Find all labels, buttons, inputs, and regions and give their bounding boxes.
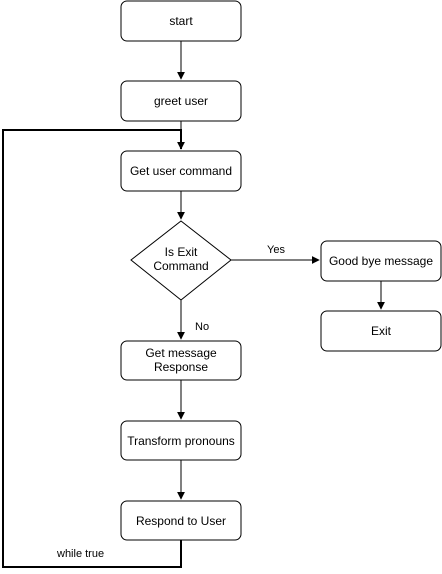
node-get-message-line2: Response: [154, 360, 208, 374]
node-is-exit-line1: Is Exit: [165, 245, 198, 259]
node-exit[interactable]: Exit: [320, 310, 442, 352]
node-greet-user-label: greet user: [154, 94, 208, 108]
loop-label: while true: [56, 548, 104, 560]
node-respond-to-user-label: Respond to User: [136, 514, 226, 528]
yes-label: Yes: [267, 244, 285, 256]
node-is-exit-command[interactable]: Is Exit Command: [130, 220, 232, 301]
node-transform-pronouns-label: Transform pronouns: [127, 434, 235, 448]
no-label: No: [195, 321, 209, 333]
node-exit-label: Exit: [371, 324, 392, 338]
node-get-user-command-label: Get user command: [130, 164, 232, 178]
node-get-message-line1: Get message: [145, 346, 217, 360]
node-transform-pronouns[interactable]: Transform pronouns: [120, 420, 242, 461]
node-start[interactable]: start: [120, 0, 242, 42]
node-start-label: start: [169, 14, 193, 28]
node-get-user-command[interactable]: Get user command: [120, 150, 242, 192]
node-greet-user[interactable]: greet user: [120, 80, 242, 122]
node-good-bye-message[interactable]: Good bye message: [320, 240, 442, 282]
node-get-message-response[interactable]: Get message Response: [120, 340, 242, 381]
node-good-bye-message-label: Good bye message: [329, 254, 433, 268]
node-is-exit-line2: Command: [153, 259, 208, 273]
node-respond-to-user[interactable]: Respond to User: [120, 500, 242, 541]
